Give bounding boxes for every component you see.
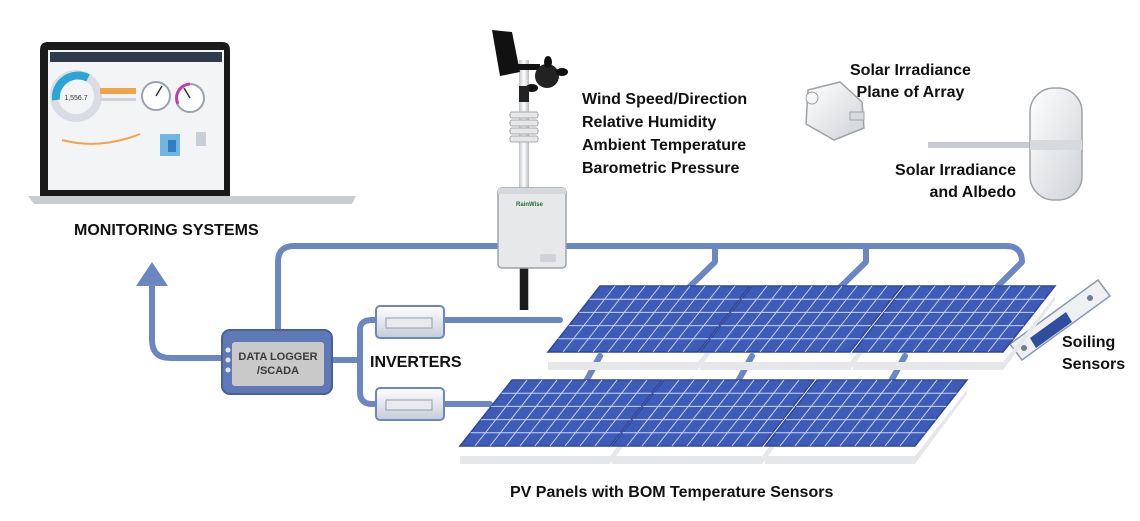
weather-line-humidity: Relative Humidity <box>582 114 717 131</box>
radiation-shield <box>509 111 539 143</box>
pv-panels-label: PV Panels with BOM Temperature Sensors <box>510 484 834 501</box>
arrow-up-icon <box>136 262 168 286</box>
weather-line-temperature: Ambient Temperature <box>582 137 747 154</box>
weather-sensor-labels: Wind Speed/Direction Relative Humidity A… <box>582 88 747 180</box>
soiling-line-2: Sensors <box>1062 356 1126 373</box>
monitoring-systems-label: MONITORING SYSTEMS <box>74 222 259 239</box>
inverter-bottom <box>375 387 445 421</box>
poa-sensor-label: Solar Irradiance Plane of Array <box>850 60 971 104</box>
albedo-line-1: Solar Irradiance <box>895 162 1016 179</box>
data-logger-device <box>221 329 333 395</box>
inverters-label: INVERTERS <box>370 354 462 371</box>
data-logger-label: DATA LOGGER /SCADA <box>232 350 324 378</box>
poa-irradiance-sensor <box>805 81 865 141</box>
albedo-sensor-label: Solar Irradiance and Albedo <box>888 160 1016 204</box>
pv-panel-array <box>458 285 1057 464</box>
poa-line-1: Solar Irradiance <box>850 62 971 79</box>
anemometer-icon <box>535 64 559 88</box>
soiling-line-1: Soiling <box>1062 334 1116 351</box>
line-logger-to-inverters <box>329 317 381 407</box>
laptop: 1,556.7 <box>28 42 356 204</box>
weather-line-pressure: Barometric Pressure <box>582 160 740 177</box>
inverter-top <box>375 305 445 339</box>
soiling-sensors-label: Soiling Sensors <box>1062 332 1125 376</box>
enclosure-brand: RainWise <box>516 202 544 208</box>
weather-line-wind: Wind Speed/Direction <box>582 91 748 108</box>
gauge-value: 1,556.7 <box>64 95 87 102</box>
data-logger-line-2: /SCADA <box>256 365 300 377</box>
poa-line-2: Plane of Array <box>856 84 965 101</box>
line-logger-to-monitoring <box>149 279 225 361</box>
data-logger-line-1: DATA LOGGER <box>238 351 318 363</box>
soiling-sensor <box>1008 278 1112 362</box>
albedo-line-2: and Albedo <box>929 184 1016 201</box>
weather-station: RainWise <box>492 30 568 310</box>
albedo-sensor <box>928 87 1083 201</box>
line-logger-to-bus <box>275 243 1025 335</box>
